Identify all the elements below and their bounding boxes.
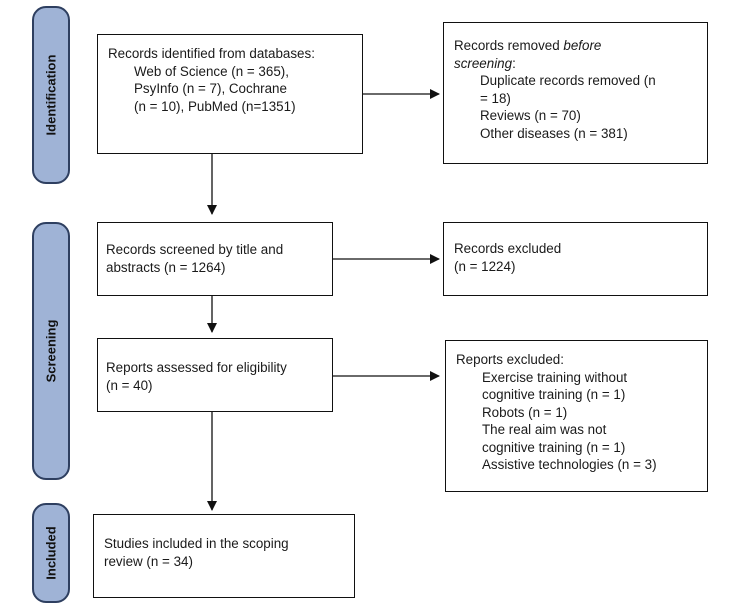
removed-line-1: Records removed before [454,37,707,55]
included-line-2: review (n = 34) [104,553,193,569]
removed-line-1-italic: before [563,38,602,53]
identified-line-1: Records identified from databases: [108,46,315,61]
reports-excluded-line-7: Assistive technologies (n = 3) [482,457,657,472]
identified-line-2: Web of Science (n = 365), [134,63,289,79]
box-records-screened: Records screened by title and abstracts … [97,222,333,296]
excluded-line-2: (n = 1224) [454,258,516,274]
box-reports-assessed: Reports assessed for eligibility (n = 40… [97,338,333,412]
reports-excluded-line-6: cognitive training (n = 1) [482,439,626,455]
box-studies-included: Studies included in the scoping review (… [93,514,355,598]
reports-excluded-line-4: Robots (n = 1) [482,404,568,420]
removed-line-6: Other diseases (n = 381) [480,125,628,141]
removed-line-4: = 18) [480,90,511,106]
identified-line-4: (n = 10), PubMed (n=1351) [134,98,296,114]
removed-line-2: screening: [454,55,707,73]
removed-line-1-text: Records removed [454,38,564,53]
box-records-identified: Records identified from databases: Web o… [97,34,363,154]
removed-line-2-colon: : [512,55,516,71]
screened-line-1: Records screened by title and [106,242,284,257]
phase-screening: Screening [32,222,70,480]
removed-line-3: Duplicate records removed (n [480,73,656,88]
included-line-1: Studies included in the scoping [104,536,289,551]
box-reports-excluded: Reports excluded: Exercise training with… [445,340,708,492]
excluded-line-1: Records excluded [454,241,562,256]
assessed-line-1: Reports assessed for eligibility [106,360,287,375]
screened-line-2: abstracts (n = 1264) [106,259,226,275]
phase-identification: Identification [32,6,70,184]
reports-excluded-line-1: Reports excluded: [456,352,564,367]
reports-excluded-line-2: Exercise training without [482,369,628,385]
identified-line-3: PsyInfo (n = 7), Cochrane [134,81,287,96]
box-records-removed: Records removed before screening: Duplic… [443,22,708,164]
reports-excluded-line-5: The real aim was not [482,422,607,437]
reports-excluded-line-3: cognitive training (n = 1) [482,387,626,402]
box-records-excluded: Records excluded (n = 1224) [443,222,708,296]
assessed-line-2: (n = 40) [106,377,153,393]
removed-line-2-italic: screening [454,55,513,71]
removed-line-5: Reviews (n = 70) [480,108,581,123]
phase-included: Included [32,503,70,603]
